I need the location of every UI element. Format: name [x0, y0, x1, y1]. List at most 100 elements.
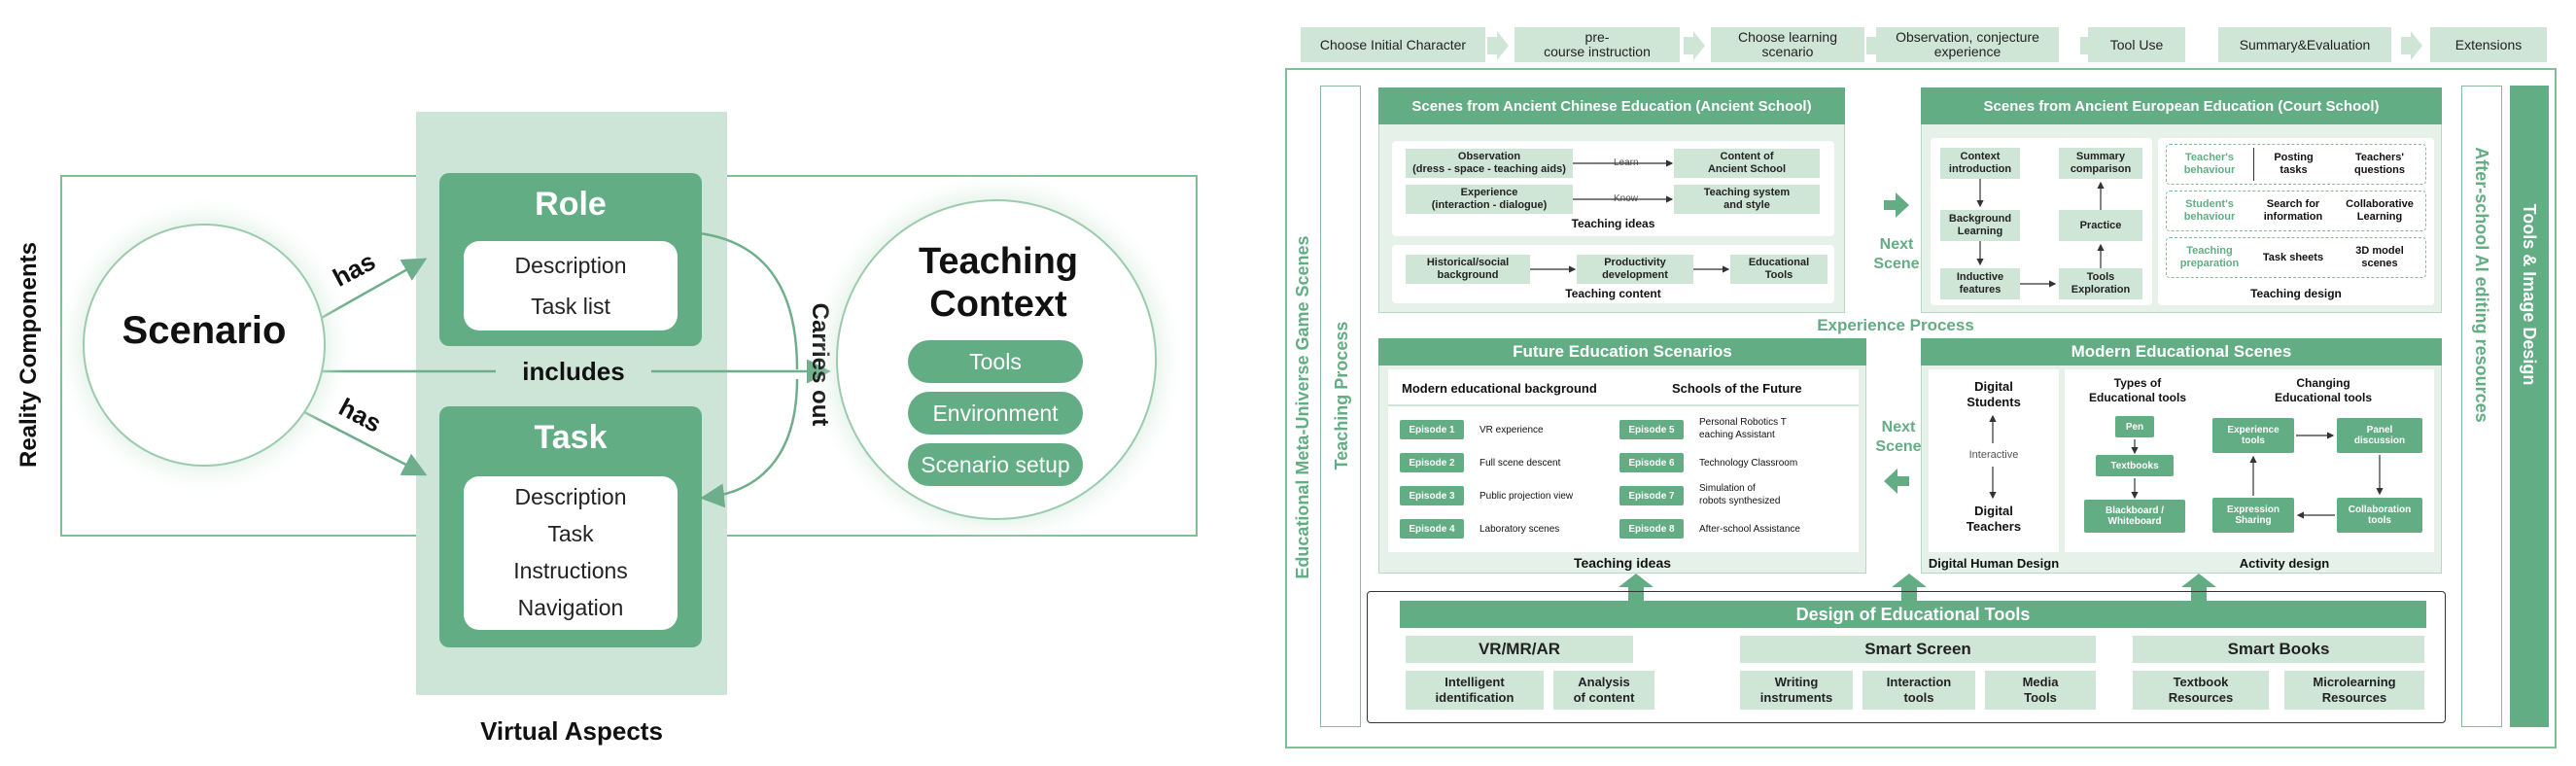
ancient-chinese-title: Scenes from Ancient Chinese Education (A… — [1378, 87, 1845, 124]
context-intro-box: Context introduction — [1940, 148, 2020, 179]
episode-text: Full scene descent — [1479, 458, 1561, 469]
left-vertical-outer-label: Educational Meta-Universe Game Scenes — [1292, 235, 1312, 579]
right-outer-band — [2510, 86, 2549, 727]
scenario-circle: Scenario — [83, 224, 326, 467]
chinese-arrows — [1530, 159, 1730, 273]
future-teaching-ideas: Teaching ideas — [1573, 555, 1672, 571]
types-tools: Types of Educational tools — [2088, 376, 2186, 404]
episode-text: Public projection view — [1479, 491, 1574, 502]
right-vertical-outer-label: Tools & Image Design — [2520, 203, 2540, 386]
up-arrows — [1619, 574, 2216, 605]
process-step: Observation, conjecture experience — [1876, 27, 2059, 62]
digital-teachers: Digital Teachers — [1966, 504, 2022, 534]
interactive-arrows — [1989, 414, 1997, 500]
main-frame — [1285, 68, 2557, 749]
future-divider — [1388, 404, 1859, 406]
tools-group-item: Microlearning Resources — [2284, 671, 2424, 710]
interactive-label: Interactive — [1968, 449, 2019, 461]
episode-badge: Episode 7 — [1619, 486, 1684, 505]
episode-badge: Episode 3 — [1400, 486, 1464, 505]
episode-badge: Episode 1 — [1400, 420, 1464, 439]
experience-box: Experience (interaction - dialogue) — [1406, 185, 1573, 214]
chinese-teaching-ideas: Teaching ideas — [1571, 216, 1655, 230]
ancient-european-title: Scenes from Ancient European Education (… — [1921, 87, 2442, 124]
context-pill-environment: Environment — [908, 392, 1083, 435]
summary-comparison-box: Summary comparison — [2059, 148, 2142, 179]
digital-human-design: Digital Human Design — [1928, 555, 2060, 571]
european-flow-arrows — [1976, 179, 2105, 288]
context-pill-tools: Tools — [908, 340, 1083, 383]
right-vertical-inner-label: After-school AI editing resources — [2472, 147, 2492, 423]
process-step: Summary&Evaluation — [2218, 27, 2391, 62]
practice-box: Practice — [2059, 210, 2142, 241]
panel-discussion-box: Panel discussion — [2337, 418, 2422, 453]
activity-arrows — [2249, 432, 2384, 519]
context-title-2: Context — [929, 283, 1067, 325]
future-title: Future Education Scenarios — [1378, 338, 1866, 366]
right-inner-band — [2461, 86, 2502, 727]
episode-text: Personal Robotics T eaching Assistant — [1699, 417, 1787, 440]
process-step: Choose Initial Character — [1301, 27, 1485, 62]
tools-exploration-box: Tools Exploration — [2059, 268, 2142, 299]
episode-badge: Episode 8 — [1619, 519, 1684, 539]
tools-group-item: Media Tools — [1985, 671, 2096, 710]
tools-group-title: VR/MR/AR — [1406, 636, 1633, 663]
teachers-behaviour: Teacher's behaviour — [2183, 152, 2236, 176]
preparation-row — [2166, 237, 2426, 278]
next-scene-bottom: Next Scene — [1875, 419, 1922, 455]
context-title-1: Teaching — [919, 240, 1078, 282]
role-item: Task list — [531, 294, 610, 319]
posting-tasks: Posting tasks — [2253, 148, 2333, 181]
role-title: Role — [535, 185, 607, 223]
left-inner-band — [1320, 86, 1361, 727]
task-item: Navigation — [517, 595, 624, 620]
modern-background: Modern educational background — [1402, 381, 1597, 396]
changing-tools: Changing Educational tools — [2274, 376, 2372, 404]
observation-box: Observation (dress - space - teaching ai… — [1406, 149, 1573, 178]
left-vertical-inner-label: Teaching Process — [1331, 321, 1351, 470]
tools-design-title: Design of Educational Tools — [1400, 601, 2426, 628]
context-pill-scenario-setup: Scenario setup — [908, 443, 1083, 486]
blackboard-box: Blackboard / Whiteboard — [2084, 500, 2185, 533]
tools-group-item: Intelligent identification — [1406, 671, 1544, 710]
next-scene-bottom-arrow — [1884, 469, 1909, 494]
teaching-preparation: Teaching preparation — [2179, 245, 2240, 269]
tools-design-frame — [1367, 591, 2446, 723]
tools-group-item: Writing instruments — [1740, 671, 1853, 710]
scenario-label: Scenario — [122, 308, 287, 352]
teaching-context-circle: Teaching Context Tools Environment Scena… — [836, 199, 1157, 520]
role-items: Description Task list — [464, 241, 678, 331]
includes-label: includes — [496, 356, 651, 387]
virtual-aspects-label: Virtual Aspects — [480, 715, 663, 746]
task-title: Task — [534, 418, 608, 456]
tools-group-item: Textbook Resources — [2133, 671, 2269, 710]
activity-design: Activity design — [2239, 555, 2330, 571]
collab-learning: Collaborative Learning — [2346, 198, 2414, 223]
edu-tools-box: Educational Tools — [1730, 255, 1828, 284]
search-info: Search for information — [2263, 198, 2323, 223]
expression-sharing-box: Expression Sharing — [2212, 498, 2294, 533]
teacher-row — [2166, 144, 2426, 185]
experience-process-label: Experience Process — [1817, 316, 1974, 334]
teaching-design-label: Teaching design — [2250, 286, 2342, 300]
role-item: Description — [514, 253, 627, 278]
background-learning-box: Background Learning — [1940, 210, 2020, 241]
tools-group-item: Interaction tools — [1862, 671, 1975, 710]
task-sheets: Task sheets — [2262, 251, 2324, 263]
process-step: pre- course instruction — [1514, 27, 1680, 62]
task-items: Description Task Instructions Navigation — [464, 476, 678, 630]
episode-badge: Episode 4 — [1400, 519, 1464, 539]
task-box: Task Description Task Instructions Navig… — [439, 406, 702, 647]
process-step: Extensions — [2430, 27, 2547, 62]
process-step: Choose learning scenario — [1711, 27, 1864, 62]
episode-text: Technology Classroom — [1699, 458, 1798, 469]
carries-out-label: Carries out — [807, 302, 833, 427]
process-step: Tool Use — [2088, 27, 2185, 62]
digital-students: Digital Students — [1967, 379, 2021, 409]
episode-text: Laboratory scenes — [1479, 524, 1560, 535]
episode-text: After-school Assistance — [1699, 524, 1800, 535]
teachers-questions: Teachers' questions — [2354, 152, 2405, 176]
next-scene-top-arrow — [1884, 192, 1909, 218]
tools-group-item: Analysis of content — [1553, 671, 1654, 710]
historical-box: Historical/social background — [1406, 255, 1530, 284]
